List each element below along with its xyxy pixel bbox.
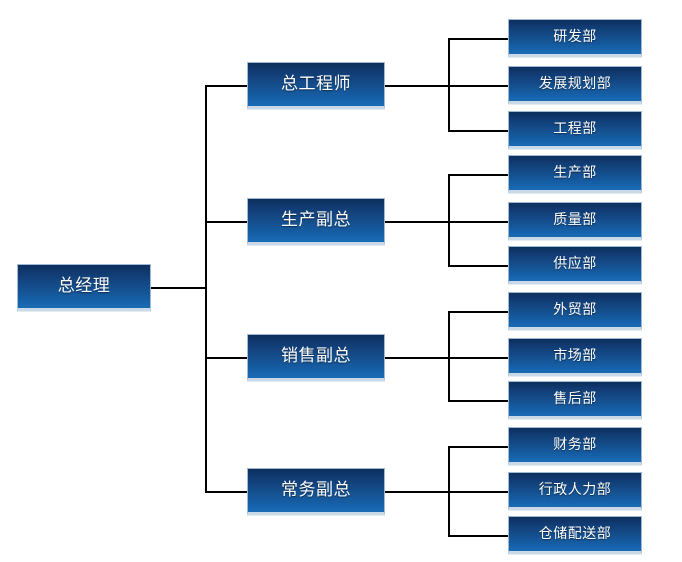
node-label: 行政人力部 xyxy=(538,482,612,498)
connector-branch-2-dept-3 xyxy=(448,265,510,267)
connector-branch-3-dept-1 xyxy=(448,311,510,313)
connector-branch-4-dept-3 xyxy=(448,535,510,537)
node-label: 研发部 xyxy=(553,29,597,45)
node-manager-executive-vp[interactable]: 常务副总 xyxy=(247,468,385,515)
node-label: 生产副总 xyxy=(281,210,351,230)
connector-branch-bus-3 xyxy=(448,311,450,402)
node-label: 质量部 xyxy=(553,212,597,228)
connector-bus-to-manager-1 xyxy=(205,85,248,87)
connector-main-bus xyxy=(205,85,207,493)
node-root-general-manager[interactable]: 总经理 xyxy=(17,264,151,311)
node-label: 外贸部 xyxy=(553,302,597,318)
node-label: 售后部 xyxy=(553,391,597,407)
connector-bus-to-manager-2 xyxy=(205,221,248,223)
node-dept-production[interactable]: 生产部 xyxy=(508,155,642,193)
node-manager-sales-vp[interactable]: 销售副总 xyxy=(247,334,385,381)
node-dept-development-planning[interactable]: 发展规划部 xyxy=(508,66,642,104)
connector-bus-to-manager-3 xyxy=(205,357,248,359)
connector-branch-1-dept-2 xyxy=(448,85,510,87)
node-label: 总工程师 xyxy=(281,74,351,94)
connector-branch-1-dept-1 xyxy=(448,38,510,40)
node-label: 仓储配送部 xyxy=(538,526,612,542)
connector-manager-2-to-bus xyxy=(385,221,450,223)
connector-bus-to-manager-4 xyxy=(205,491,248,493)
connector-branch-2-dept-1 xyxy=(448,174,510,176)
node-label: 常务副总 xyxy=(281,480,351,500)
node-label: 生产部 xyxy=(553,165,597,181)
node-label: 总经理 xyxy=(57,276,111,296)
node-dept-warehouse-distribution[interactable]: 仓储配送部 xyxy=(508,516,642,554)
connector-root-to-bus xyxy=(150,287,207,289)
node-label: 财务部 xyxy=(553,437,597,453)
node-dept-engineering[interactable]: 工程部 xyxy=(508,111,642,149)
node-label: 市场部 xyxy=(553,348,597,364)
node-manager-production-vp[interactable]: 生产副总 xyxy=(247,198,385,245)
connector-branch-3-dept-2 xyxy=(448,357,510,359)
node-label: 工程部 xyxy=(553,121,597,137)
node-dept-quality[interactable]: 质量部 xyxy=(508,202,642,240)
node-manager-chief-engineer[interactable]: 总工程师 xyxy=(247,62,385,109)
node-dept-admin-hr[interactable]: 行政人力部 xyxy=(508,472,642,510)
connector-manager-3-to-bus xyxy=(385,357,450,359)
connector-branch-4-dept-1 xyxy=(448,446,510,448)
node-dept-marketing[interactable]: 市场部 xyxy=(508,338,642,376)
connector-manager-4-to-bus xyxy=(385,491,450,493)
connector-branch-3-dept-3 xyxy=(448,400,510,402)
connector-branch-4-dept-2 xyxy=(448,491,510,493)
node-dept-supply[interactable]: 供应部 xyxy=(508,246,642,284)
node-dept-finance[interactable]: 财务部 xyxy=(508,427,642,465)
connector-branch-1-dept-3 xyxy=(448,130,510,132)
connector-manager-1-to-bus xyxy=(385,85,450,87)
node-dept-rd[interactable]: 研发部 xyxy=(508,19,642,57)
node-label: 供应部 xyxy=(553,256,597,272)
connector-branch-2-dept-2 xyxy=(448,221,510,223)
connector-branch-bus-2 xyxy=(448,174,450,267)
node-label: 发展规划部 xyxy=(538,76,612,92)
node-dept-foreign-trade[interactable]: 外贸部 xyxy=(508,292,642,330)
node-dept-after-sales[interactable]: 售后部 xyxy=(508,381,642,419)
node-label: 销售副总 xyxy=(281,346,351,366)
